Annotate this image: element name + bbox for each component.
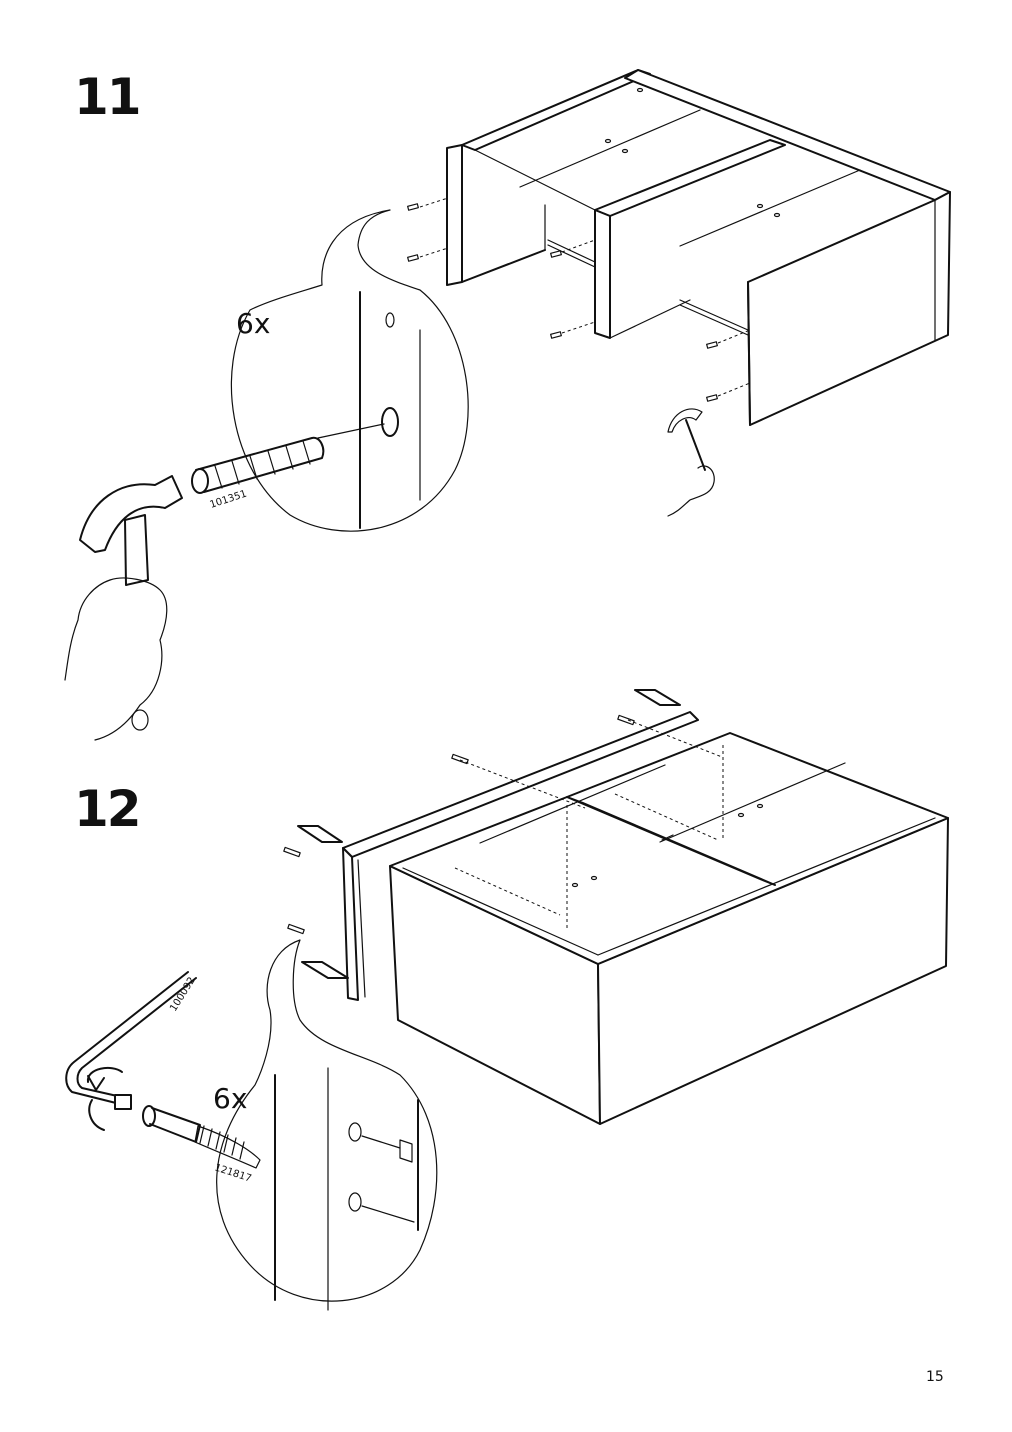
step-11-cabinet-illustration xyxy=(407,69,951,517)
dowel-101351-icon xyxy=(191,436,325,494)
step-12-tool-part-number: 100092 xyxy=(168,975,198,1013)
step-12-part-number: 121817 xyxy=(213,1162,253,1184)
screw-marks xyxy=(283,714,635,935)
page-number: 15 xyxy=(926,1369,944,1385)
allen-key-icon xyxy=(65,971,197,1131)
step-11-part-number: 101351 xyxy=(209,489,249,511)
step-12-cabinet-illustration xyxy=(283,689,949,1125)
dowel-marks xyxy=(407,197,751,402)
step-11-number: 11 xyxy=(74,68,142,126)
small-hammer-icon xyxy=(667,408,715,517)
step-12-number: 12 xyxy=(74,780,142,838)
step-12-quantity: 6x xyxy=(213,1082,247,1115)
step-12-detail-callout: 6x 121817 1 xyxy=(65,939,438,1311)
step-11-quantity: 6x xyxy=(236,307,270,340)
step-11-detail-callout: 6x 101351 xyxy=(64,209,469,741)
hammer-icon xyxy=(64,475,183,741)
screw-121817-icon xyxy=(142,1105,261,1169)
